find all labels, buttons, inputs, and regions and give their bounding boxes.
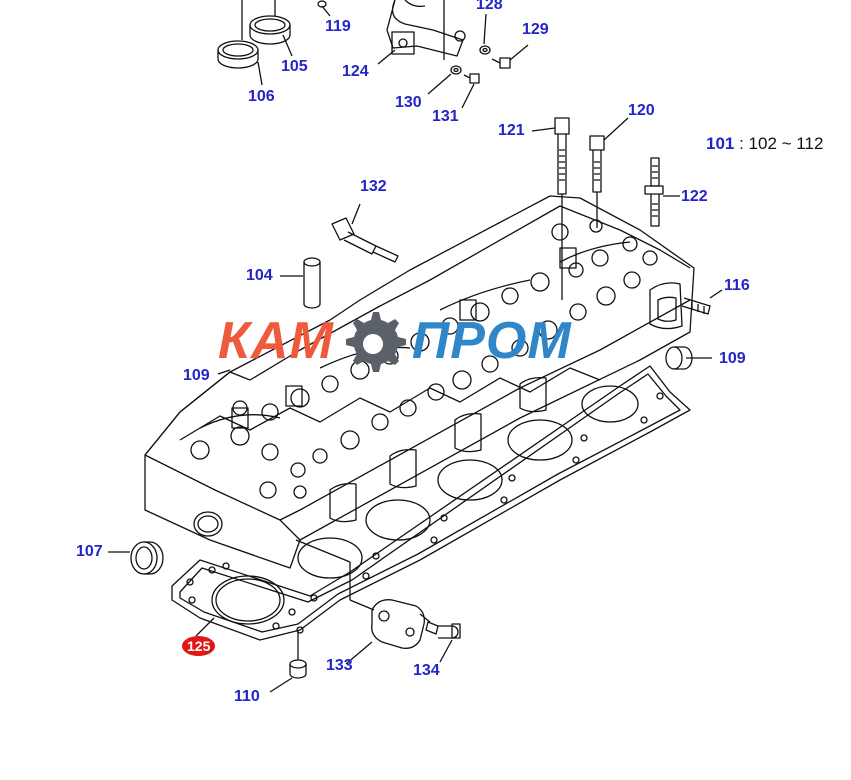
callout-131[interactable]: 131: [432, 108, 459, 125]
callout-119[interactable]: 119: [325, 18, 351, 35]
head-gasket: [171, 365, 691, 641]
seal-ring-105: [249, 15, 291, 45]
callout-109-right[interactable]: 109: [719, 350, 746, 367]
pin-104: [303, 257, 321, 309]
callout-125-selected[interactable]: 125: [182, 636, 216, 656]
screw-131: [463, 73, 480, 84]
cap-110: [289, 659, 307, 679]
stud-122: [644, 157, 664, 227]
callout-110[interactable]: 110: [234, 688, 260, 705]
callout-116[interactable]: 116: [724, 277, 750, 294]
seal-ring-106: [217, 40, 259, 69]
callout-132[interactable]: 132: [360, 178, 387, 195]
legend-ref[interactable]: 101: [706, 134, 735, 153]
callout-124[interactable]: 124: [342, 63, 369, 80]
callout-134[interactable]: 134: [413, 662, 440, 679]
stud-116: [681, 297, 711, 315]
assembly-legend: 101 : 102 ~ 112: [706, 134, 823, 154]
callout-121[interactable]: 121: [498, 122, 525, 139]
legend-range: : 102 ~ 112: [739, 134, 824, 153]
plug-134: [425, 621, 461, 639]
callout-106[interactable]: 106: [248, 88, 275, 105]
callout-133[interactable]: 133: [326, 657, 353, 674]
callout-107[interactable]: 107: [76, 543, 103, 560]
cylinder-head: [144, 195, 695, 569]
callout-128[interactable]: 128: [476, 0, 503, 13]
callout-104[interactable]: 104: [246, 267, 273, 284]
callout-130[interactable]: 130: [395, 94, 422, 111]
watermark-right-text: ПРОМ: [411, 312, 572, 370]
bolt-121: [554, 117, 570, 195]
callout-122[interactable]: 122: [681, 188, 708, 205]
callout-105[interactable]: 105: [281, 58, 308, 75]
callout-109-left[interactable]: 109: [183, 367, 210, 384]
bolt-120: [589, 135, 605, 193]
watermark-logo: КАМ ПРОМ: [218, 306, 572, 376]
callout-120[interactable]: 120: [628, 102, 655, 119]
watermark-left-text: КАМ: [218, 312, 334, 370]
seal-107: [130, 541, 164, 575]
bracket-124: [386, 0, 466, 57]
callout-129[interactable]: 129: [522, 21, 549, 38]
sensor-132: [331, 217, 399, 263]
cover-plate-133: [371, 599, 425, 649]
gear-icon: [345, 312, 406, 372]
screw-129: [491, 57, 511, 69]
